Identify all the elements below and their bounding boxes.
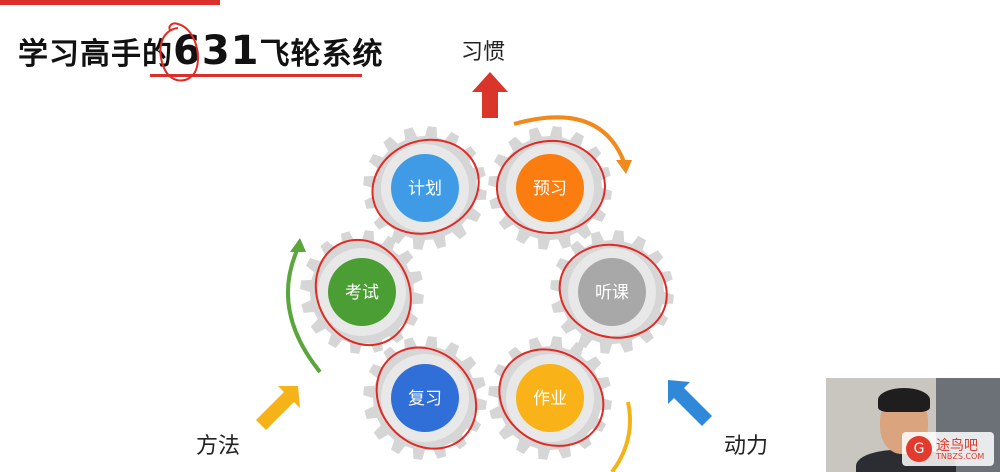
method-arrow bbox=[256, 386, 300, 430]
gear-annotation-circle bbox=[371, 138, 480, 235]
gear-4: 作业 bbox=[488, 336, 612, 460]
yellow-flow-arc bbox=[610, 401, 632, 472]
method-label: 方法 bbox=[196, 434, 241, 459]
gear-6: 考试 bbox=[300, 230, 424, 354]
watermark-name: 途鸟吧 bbox=[936, 438, 978, 454]
title-number: 631 bbox=[173, 28, 260, 74]
gear-label: 听课 bbox=[595, 283, 629, 303]
title-suffix: 飞轮系统 bbox=[259, 37, 384, 72]
gear-center bbox=[516, 154, 584, 222]
gear-annotation-circle bbox=[495, 139, 606, 234]
gear-5: 复习 bbox=[363, 336, 487, 460]
gear-center bbox=[328, 258, 396, 326]
watermark: G 途鸟吧 TNBZS.COM bbox=[902, 432, 994, 466]
gear-label: 考试 bbox=[345, 283, 379, 303]
green-arc-head bbox=[290, 238, 306, 252]
green-flow-arc bbox=[286, 247, 322, 374]
gear-annotation-circle bbox=[375, 346, 478, 450]
gear-3: 听课 bbox=[550, 230, 674, 354]
motivation-arrow bbox=[668, 380, 712, 426]
gear-label: 预习 bbox=[533, 179, 567, 199]
motivation-label: 动力 bbox=[724, 434, 769, 459]
slide-title: 学习高手的631飞轮系统 bbox=[18, 28, 384, 74]
gear-label: 作业 bbox=[533, 389, 567, 409]
orange-arc-head bbox=[616, 160, 632, 174]
title-underline bbox=[150, 74, 362, 77]
gear-annotation-circle bbox=[558, 243, 668, 339]
gear-center bbox=[391, 154, 459, 222]
orange-flow-arc bbox=[513, 115, 626, 163]
title-number-annotation bbox=[159, 22, 199, 82]
gear-label: 复习 bbox=[408, 389, 442, 409]
top-accent-bar bbox=[0, 0, 220, 5]
gear-center bbox=[516, 364, 584, 432]
watermark-logo-icon: G bbox=[906, 436, 932, 462]
watermark-url: TNBZS.COM bbox=[936, 452, 985, 461]
presenter-hair bbox=[878, 388, 930, 412]
gear-1: 计划 bbox=[363, 126, 487, 250]
habit-arrow bbox=[472, 72, 508, 118]
title-prefix: 学习高手的 bbox=[18, 37, 173, 72]
gear-2: 预习 bbox=[488, 126, 612, 250]
gear-label: 计划 bbox=[408, 179, 442, 199]
gear-center bbox=[578, 258, 646, 326]
gear-annotation-circle bbox=[314, 238, 412, 347]
gear-center bbox=[391, 364, 459, 432]
gear-annotation-circle bbox=[498, 348, 605, 447]
habit-label: 习惯 bbox=[461, 40, 506, 65]
presenter-video: G 途鸟吧 TNBZS.COM bbox=[826, 378, 1000, 472]
